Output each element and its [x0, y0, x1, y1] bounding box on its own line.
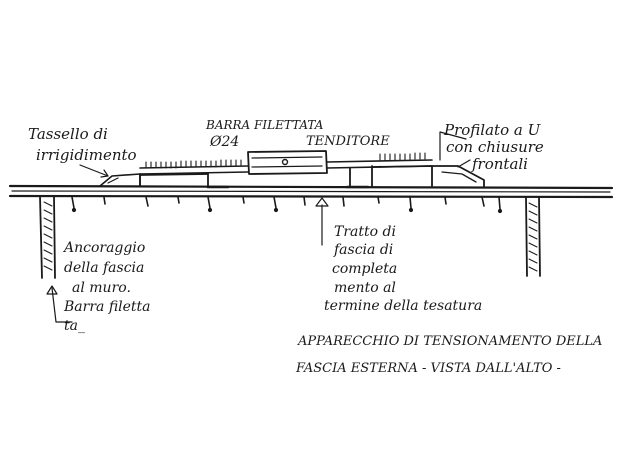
threaded-rod	[139, 159, 249, 175]
label-ancoraggio-2: della fascia	[64, 260, 144, 276]
label-barra-2: Ø24	[209, 134, 239, 150]
label-tenditore: TENDITORE	[306, 134, 390, 149]
u-profile	[431, 165, 485, 188]
external-band	[8, 184, 614, 199]
label-tratto-3: completa	[332, 261, 397, 277]
label-profilato-1: Profilato a U	[443, 121, 542, 139]
label-ancoraggio-1: Ancoraggio	[62, 240, 145, 256]
leader-lines	[46, 131, 471, 323]
label-tratto-1: Tratto di	[334, 224, 396, 240]
left-anchor-rod	[39, 195, 56, 279]
label-tratto-2: fascia di	[333, 242, 393, 258]
labels: Tassello di irrigidimento BARRA FILETTAT…	[28, 118, 602, 376]
right-anchor-rod	[525, 196, 541, 277]
turnbuckle	[247, 150, 328, 175]
caption-line-1: APPARECCHIO DI TENSIONAMENTO DELLA	[297, 334, 602, 349]
band-housing	[139, 165, 433, 189]
label-tratto-4: mento al	[334, 280, 396, 296]
label-barra-1: BARRA FILETTATA	[205, 118, 324, 132]
label-ancoraggio-5: ta_	[64, 318, 85, 334]
label-ancoraggio-3: al muro.	[72, 280, 131, 296]
label-tratto-5: termine della tesatura	[324, 298, 482, 314]
label-tassello-1: Tassello di	[28, 125, 108, 143]
label-tassello-2: irrigidimento	[36, 146, 137, 164]
label-profilato-2: con chiusure	[446, 138, 544, 156]
caption-line-2: FASCIA ESTERNA - VISTA DALL'ALTO -	[295, 361, 561, 376]
label-profilato-3: frontali	[471, 155, 528, 173]
band-fastener-marks	[71, 196, 503, 214]
label-ancoraggio-4: Barra filetta	[63, 299, 151, 315]
